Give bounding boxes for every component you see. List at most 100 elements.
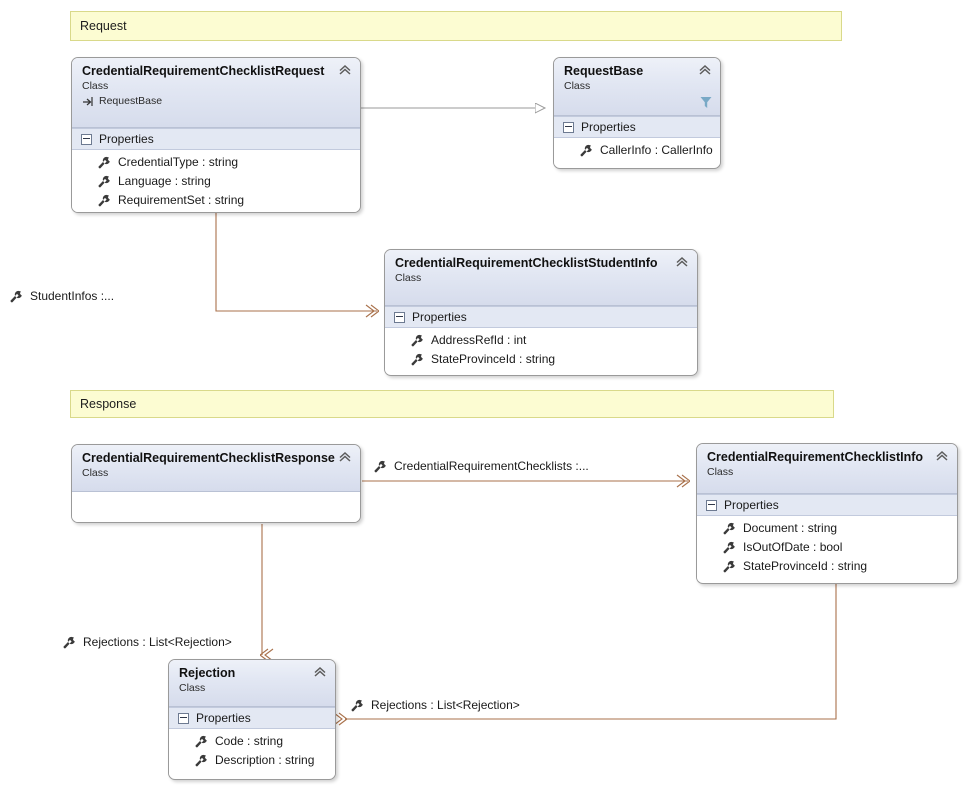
class-header: Rejection Class [169, 660, 335, 707]
member-list: Code : string Description : string [169, 729, 335, 775]
funnel-filter-icon[interactable] [700, 96, 712, 109]
member-row[interactable]: CredentialType : string [72, 153, 360, 172]
property-wrench-icon [723, 522, 735, 535]
member-row[interactable]: Document : string [697, 519, 957, 538]
member-label: AddressRefId : int [431, 333, 527, 347]
class-name: RequestBase [564, 64, 644, 78]
chevron-up-icon[interactable] [698, 64, 712, 76]
edge-label-rejections-from-info: Rejections : List<Rejection> [351, 698, 520, 712]
property-wrench-icon [411, 353, 423, 366]
compartment-properties-header[interactable]: Properties [169, 707, 335, 729]
class-header: CredentialRequirementChecklistResponse C… [72, 445, 360, 492]
compartment-label: Properties [724, 498, 779, 512]
member-label: StateProvinceId : string [431, 352, 556, 366]
edge-label-text: Rejections : List<Rejection> [371, 698, 520, 712]
compartment-label: Properties [196, 711, 251, 725]
property-wrench-icon [195, 754, 207, 767]
class-header: CredentialRequirementChecklistStudentInf… [385, 250, 697, 306]
member-row[interactable]: Language : string [72, 172, 360, 191]
member-row[interactable]: StateProvinceId : string [697, 557, 957, 576]
edge-label-text: CredentialRequirementChecklists :... [394, 459, 589, 473]
class-stereotype: Class [82, 467, 109, 479]
class-name: CredentialRequirementChecklistInfo [707, 450, 924, 464]
member-row[interactable]: Code : string [169, 732, 335, 751]
property-wrench-icon [10, 290, 22, 302]
class-credentialrequirementchecklistrequest[interactable]: CredentialRequirementChecklistRequest Cl… [71, 57, 361, 213]
class-name: CredentialRequirementChecklistRequest [82, 64, 325, 78]
compartment-properties-header[interactable]: Properties [385, 306, 697, 328]
collapse-expander-icon[interactable] [394, 311, 405, 323]
compartment-properties-header[interactable]: Properties [697, 494, 957, 516]
edge-label-text: StudentInfos :... [30, 289, 115, 303]
member-label: Document : string [743, 521, 838, 535]
class-name: CredentialRequirementChecklistStudentInf… [395, 256, 658, 270]
member-label: Language : string [118, 174, 211, 188]
property-wrench-icon [723, 560, 735, 573]
class-credentialrequirementchecklistinfo[interactable]: CredentialRequirementChecklistInfo Class… [696, 443, 958, 584]
property-wrench-icon [351, 699, 363, 711]
section-band-request-label: Request [80, 19, 127, 33]
class-header: CredentialRequirementChecklistRequest Cl… [72, 58, 360, 128]
member-row[interactable]: StateProvinceId : string [385, 350, 697, 369]
property-wrench-icon [723, 541, 735, 554]
chevron-up-icon[interactable] [313, 666, 327, 678]
member-list: CallerInfo : CallerInfo [554, 138, 720, 165]
property-wrench-icon [195, 735, 207, 748]
chevron-up-icon[interactable] [935, 450, 949, 462]
property-wrench-icon [580, 144, 592, 157]
empty-members-area [72, 492, 360, 522]
edge-label-text: Rejections : List<Rejection> [83, 635, 232, 649]
property-wrench-icon [374, 460, 386, 472]
chevron-up-icon[interactable] [338, 451, 352, 463]
class-name: CredentialRequirementChecklistResponse [82, 451, 335, 465]
member-label: StateProvinceId : string [743, 559, 868, 573]
class-requestbase[interactable]: RequestBase Class Properties CallerInfo … [553, 57, 721, 169]
property-wrench-icon [63, 636, 75, 648]
class-header: CredentialRequirementChecklistInfo Class [697, 444, 957, 494]
connector-checklistinfo-rejections [345, 584, 837, 719]
member-row[interactable]: AddressRefId : int [385, 331, 697, 350]
member-row[interactable]: CallerInfo : CallerInfo [554, 141, 720, 160]
section-band-request: Request [70, 11, 842, 41]
member-label: RequirementSet : string [118, 193, 245, 207]
member-list: AddressRefId : int StateProvinceId : str… [385, 328, 697, 374]
compartment-label: Properties [99, 132, 154, 146]
section-band-response-label: Response [80, 397, 137, 411]
class-credentialrequirementchecklistresponse[interactable]: CredentialRequirementChecklistResponse C… [71, 444, 361, 523]
member-label: Description : string [215, 753, 315, 767]
property-wrench-icon [98, 156, 110, 169]
edge-label-rejections-from-response: Rejections : List<Rejection> [63, 635, 232, 649]
class-base-row: RequestBase [82, 94, 350, 108]
class-stereotype: Class [707, 466, 734, 478]
inheritance-arrow-icon [83, 96, 93, 106]
class-rejection[interactable]: Rejection Class Properties Code : string… [168, 659, 336, 780]
collapse-expander-icon[interactable] [81, 133, 92, 145]
collapse-expander-icon[interactable] [563, 121, 574, 133]
member-label: IsOutOfDate : bool [743, 540, 843, 554]
member-row[interactable]: RequirementSet : string [72, 191, 360, 210]
property-wrench-icon [98, 175, 110, 188]
member-row[interactable]: Description : string [169, 751, 335, 770]
class-stereotype: Class [395, 272, 422, 284]
member-label: Code : string [215, 734, 284, 748]
class-name: Rejection [179, 666, 236, 680]
member-label: CredentialType : string [118, 155, 239, 169]
class-credentialrequirementcheckliststudentinfo[interactable]: CredentialRequirementChecklistStudentInf… [384, 249, 698, 376]
collapse-expander-icon[interactable] [178, 712, 189, 724]
collapse-expander-icon[interactable] [706, 499, 717, 511]
edge-label-checklists: CredentialRequirementChecklists :... [374, 459, 589, 473]
class-header: RequestBase Class [554, 58, 720, 116]
compartment-properties-header[interactable]: Properties [554, 116, 720, 138]
compartment-properties-header[interactable]: Properties [72, 128, 360, 150]
compartment-label: Properties [581, 120, 636, 134]
compartment-label: Properties [412, 310, 467, 324]
connector-request-studentinfos [215, 212, 377, 311]
chevron-up-icon[interactable] [338, 64, 352, 76]
member-label: CallerInfo : CallerInfo [600, 143, 713, 157]
class-base-label: RequestBase [99, 95, 163, 107]
chevron-up-icon[interactable] [675, 256, 689, 268]
member-row[interactable]: IsOutOfDate : bool [697, 538, 957, 557]
edge-label-studentinfos: StudentInfos :... [10, 289, 114, 303]
